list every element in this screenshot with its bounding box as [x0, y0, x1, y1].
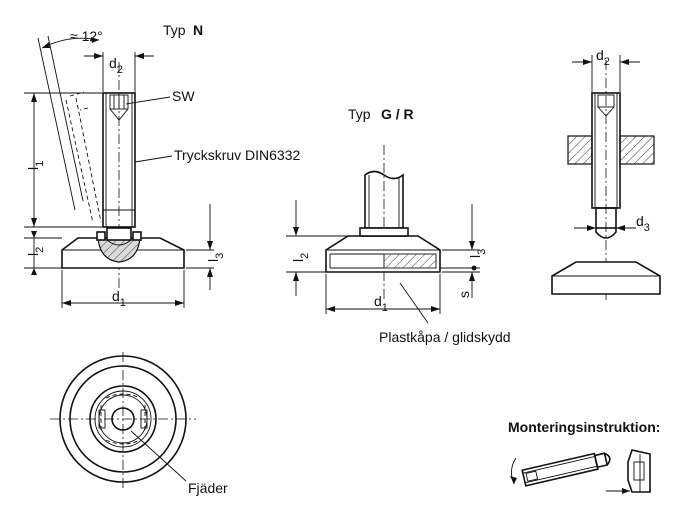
typ-gr-s: s: [456, 291, 472, 298]
angle-label: ≈ 12°: [70, 28, 103, 44]
typ-n-tilt-ghost: [37, 35, 102, 224]
mount-foot: [627, 449, 651, 493]
typ-n-code: N: [193, 22, 203, 38]
typ-gr-code: G / R: [381, 106, 414, 122]
set-screw-label: Tryckskruv DIN6332: [174, 147, 301, 163]
plastic-cap: [383, 253, 437, 269]
typ-gr-l2: l2: [290, 253, 311, 262]
sw-label: SW: [172, 88, 195, 104]
typ-gr-stud: [364, 170, 404, 229]
typ-n-screw: [102, 92, 136, 228]
right-d3: d3: [636, 213, 650, 234]
typ-gr-prefix: Typ: [348, 106, 371, 122]
plastic-cap-label: Plastkåpa / glidskydd: [379, 329, 511, 345]
right-foot: [551, 261, 661, 295]
typ-n-prefix: Typ: [163, 22, 186, 38]
mounting-instruction: Monteringsinstruktion:: [508, 419, 660, 494]
typ-n-view: ≈ 12° Typ N d2 SW Tryckskruv DIN6332 l1 …: [24, 22, 301, 309]
top-outer-circle: [59, 355, 187, 483]
mount-plate-left: [567, 135, 593, 165]
typ-n-l3: l3: [205, 253, 226, 262]
right-view: d2 d3: [551, 47, 661, 300]
spring-clip: [100, 393, 146, 445]
typ-n-l2: l2: [25, 247, 46, 256]
typ-n-d1: d1: [112, 288, 126, 309]
typ-gr-d1: d1: [374, 293, 388, 314]
typ-gr-l3: l3: [467, 249, 488, 258]
mount-plate-right: [619, 135, 655, 165]
mounting-label: Monteringsinstruktion:: [508, 419, 660, 435]
top-center-hole: [111, 407, 135, 431]
right-d2: d2: [596, 47, 610, 68]
typ-n-l1: l1: [25, 161, 46, 170]
top-view: Fjäder: [50, 352, 228, 496]
spring-label: Fjäder: [188, 480, 228, 496]
typ-n-d2: d2: [109, 55, 123, 76]
typ-gr-view: Typ G / R l2 l3 s: [286, 106, 511, 345]
